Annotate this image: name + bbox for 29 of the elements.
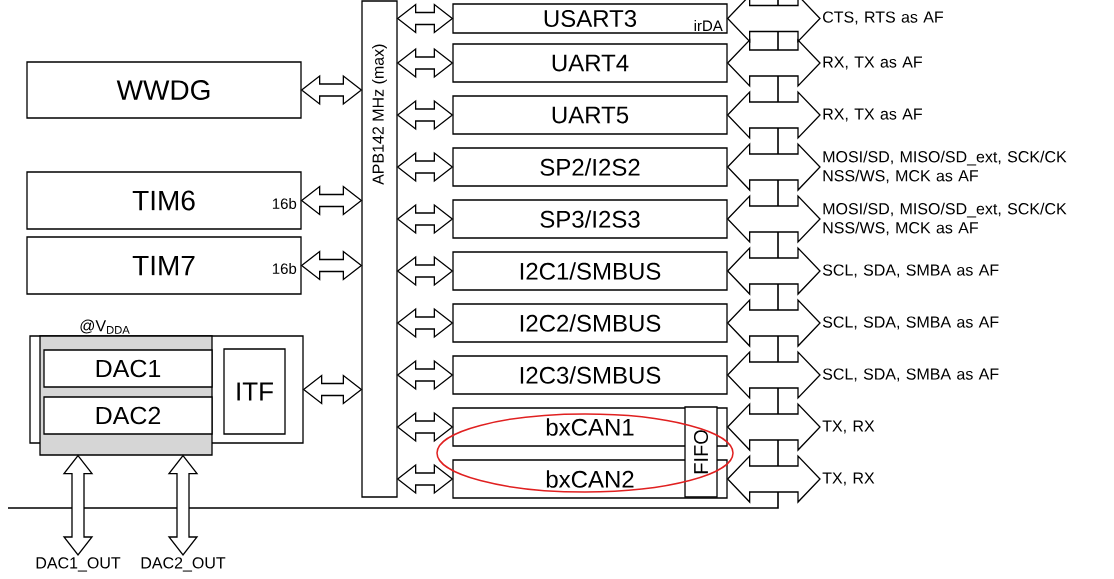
- peripheral-box: UART5: [452, 95, 728, 135]
- peripheral-box: UART4: [452, 43, 728, 83]
- interface-box: ITF: [223, 348, 286, 435]
- pin-label: TX, RX: [822, 472, 875, 486]
- output-label: DAC1_OUT: [36, 557, 121, 572]
- pin-label: CTS, RTS as AF: [823, 11, 944, 25]
- module-box: WWDG: [26, 61, 302, 119]
- peripheral-box: I2C1/SMBUS: [452, 251, 728, 291]
- pin-label: SCL, SDA, SMBA as AF: [822, 368, 999, 382]
- node-label: @V$_{DDA}$: [80, 319, 130, 334]
- pin-label: MOSI/SD, MISO/SD_ext, SCK/CK NSS/WS, MCK as AF: [823, 202, 1067, 236]
- pin-label: SCL, SDA, SMBA as AF: [822, 316, 999, 330]
- output-label: DAC2_OUT: [141, 557, 226, 572]
- peripheral-box: I2C2/SMBUS: [452, 303, 728, 343]
- timer-box: TIM6 16b: [26, 171, 302, 230]
- pin-label: RX, TX as AF: [823, 56, 922, 70]
- dac-box: DAC1: [43, 349, 213, 388]
- peripheral-box: SP3/I2S3: [452, 199, 728, 239]
- dac-box: DAC2: [43, 396, 213, 435]
- pin-label: SCL, SDA, SMBA as AF: [822, 264, 999, 278]
- peripheral-box: SP2/I2S2: [452, 147, 728, 187]
- pin-label: MOSI/SD, MISO/SD_ext, SCK/CK NSS/WS, MCK as AF: [823, 150, 1067, 184]
- peripheral-box: USART3 irDA: [452, 3, 728, 34]
- bus-bar: APB142 MHz (max): [361, 0, 398, 498]
- pin-label: RX, TX as AF: [823, 108, 922, 122]
- fifo-box: FIFO: [684, 406, 718, 498]
- pin-label: TX, RX: [822, 420, 875, 434]
- timer-box: TIM7 16b: [26, 236, 302, 295]
- peripheral-box: I2C3/SMBUS: [452, 355, 728, 395]
